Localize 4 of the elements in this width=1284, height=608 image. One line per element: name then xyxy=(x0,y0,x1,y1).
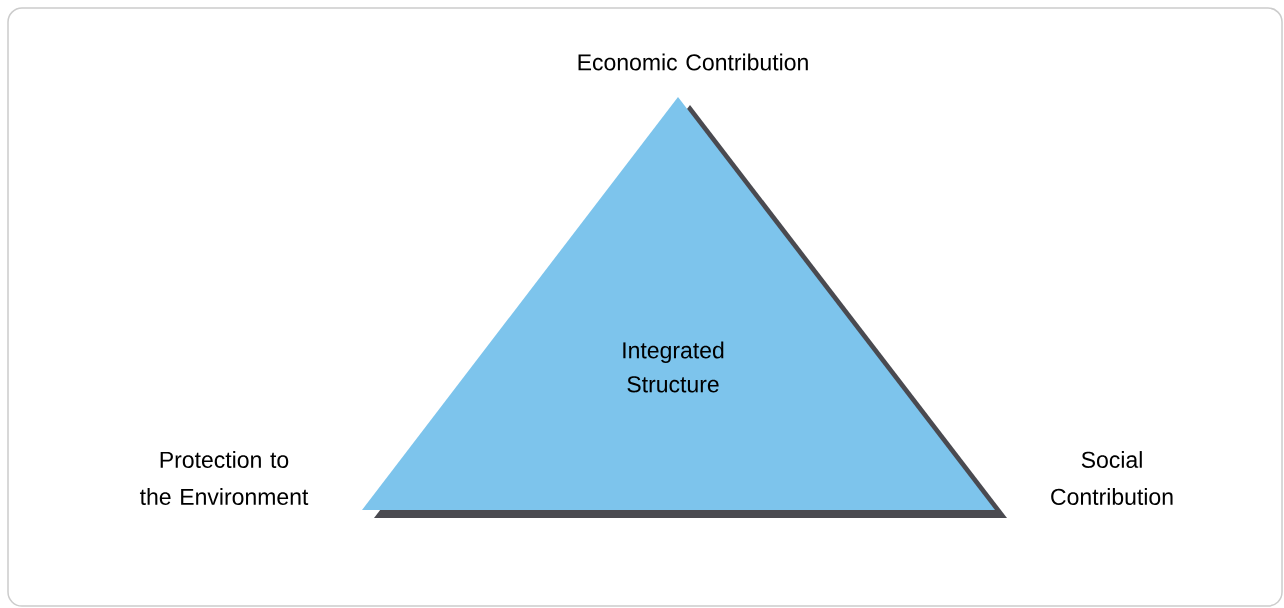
corner-label: Social Contribution xyxy=(1051,451,1173,505)
corner-label: Protection to the Environment xyxy=(139,451,309,505)
corner-label: Economic Contribution xyxy=(578,53,808,71)
triangle: Integrated Structure xyxy=(362,97,1007,518)
